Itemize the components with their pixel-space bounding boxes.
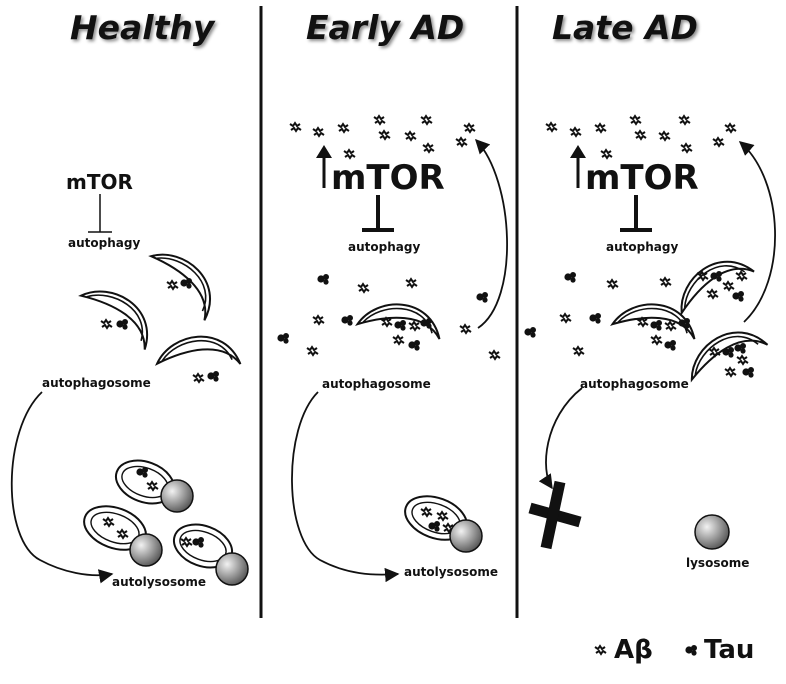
early-mtor-label: mTOR bbox=[331, 158, 445, 198]
healthy-autophagosome-1 bbox=[135, 247, 224, 322]
abeta-mark bbox=[166, 280, 179, 290]
tau-mark bbox=[116, 319, 128, 330]
legend-abeta-icon bbox=[594, 645, 607, 655]
healthy-autophagosome-label: autophagosome bbox=[42, 376, 151, 390]
tau-mark bbox=[394, 320, 406, 331]
healthy-fusion-arrow bbox=[10, 391, 114, 584]
panel-title-late-ad: Late AD bbox=[552, 8, 698, 47]
abeta-mark bbox=[392, 335, 405, 345]
late-exocytosis-arrow bbox=[738, 141, 776, 323]
healthy-autophagosome-2 bbox=[72, 286, 155, 351]
healthy-mtor-label: mTOR bbox=[66, 170, 133, 194]
late-mtor-up-arrow bbox=[570, 145, 586, 188]
late-inhibition bbox=[620, 195, 652, 232]
healthy-inhibition bbox=[88, 194, 112, 233]
late-lysosome bbox=[694, 514, 730, 550]
healthy-autophagy-label: autophagy bbox=[68, 236, 141, 250]
legend-abeta-label: Aβ bbox=[614, 635, 653, 665]
tau-mark bbox=[180, 278, 192, 289]
early-autophagosome-label: autophagosome bbox=[322, 377, 431, 391]
late-autophagosome-label: autophagosome bbox=[580, 377, 689, 391]
abeta-mark bbox=[100, 319, 113, 329]
late-blocked-arrow bbox=[538, 387, 583, 490]
healthy-autophagosome-3 bbox=[152, 319, 242, 402]
early-autolysosome-label: autolysosome bbox=[404, 565, 498, 579]
tau-mark bbox=[408, 340, 420, 351]
late-autophagy-label: autophagy bbox=[606, 240, 679, 254]
tau-mark bbox=[207, 371, 219, 382]
early-autolysosome bbox=[404, 495, 483, 553]
healthy-autolysosome-1 bbox=[114, 459, 194, 513]
early-mtor-up-arrow bbox=[316, 145, 332, 188]
early-abeta-cloud bbox=[289, 115, 476, 159]
panel-title-early-ad: Early AD bbox=[306, 8, 465, 47]
early-exocytosis-arrow bbox=[475, 138, 508, 329]
abeta-mark bbox=[380, 317, 393, 327]
healthy-autolysosome-label: autolysosome bbox=[112, 575, 206, 589]
early-fusion-arrow bbox=[291, 391, 400, 583]
lysosome-label: lysosome bbox=[686, 556, 750, 570]
abeta-mark bbox=[192, 373, 205, 383]
legend-tau-icon bbox=[685, 645, 697, 656]
abeta-mark bbox=[408, 321, 421, 331]
panel-title-healthy: Healthy bbox=[70, 8, 215, 47]
healthy-autolysosome-3 bbox=[172, 523, 249, 586]
block-cross-icon bbox=[528, 480, 582, 550]
legend-tau-label: Tau bbox=[704, 635, 755, 665]
early-inhibition bbox=[362, 195, 394, 232]
healthy-autolysosome-2 bbox=[83, 505, 163, 567]
early-autophagy-label: autophagy bbox=[348, 240, 421, 254]
late-autophagosome-3 bbox=[684, 314, 769, 405]
late-mtor-label: mTOR bbox=[585, 158, 699, 198]
